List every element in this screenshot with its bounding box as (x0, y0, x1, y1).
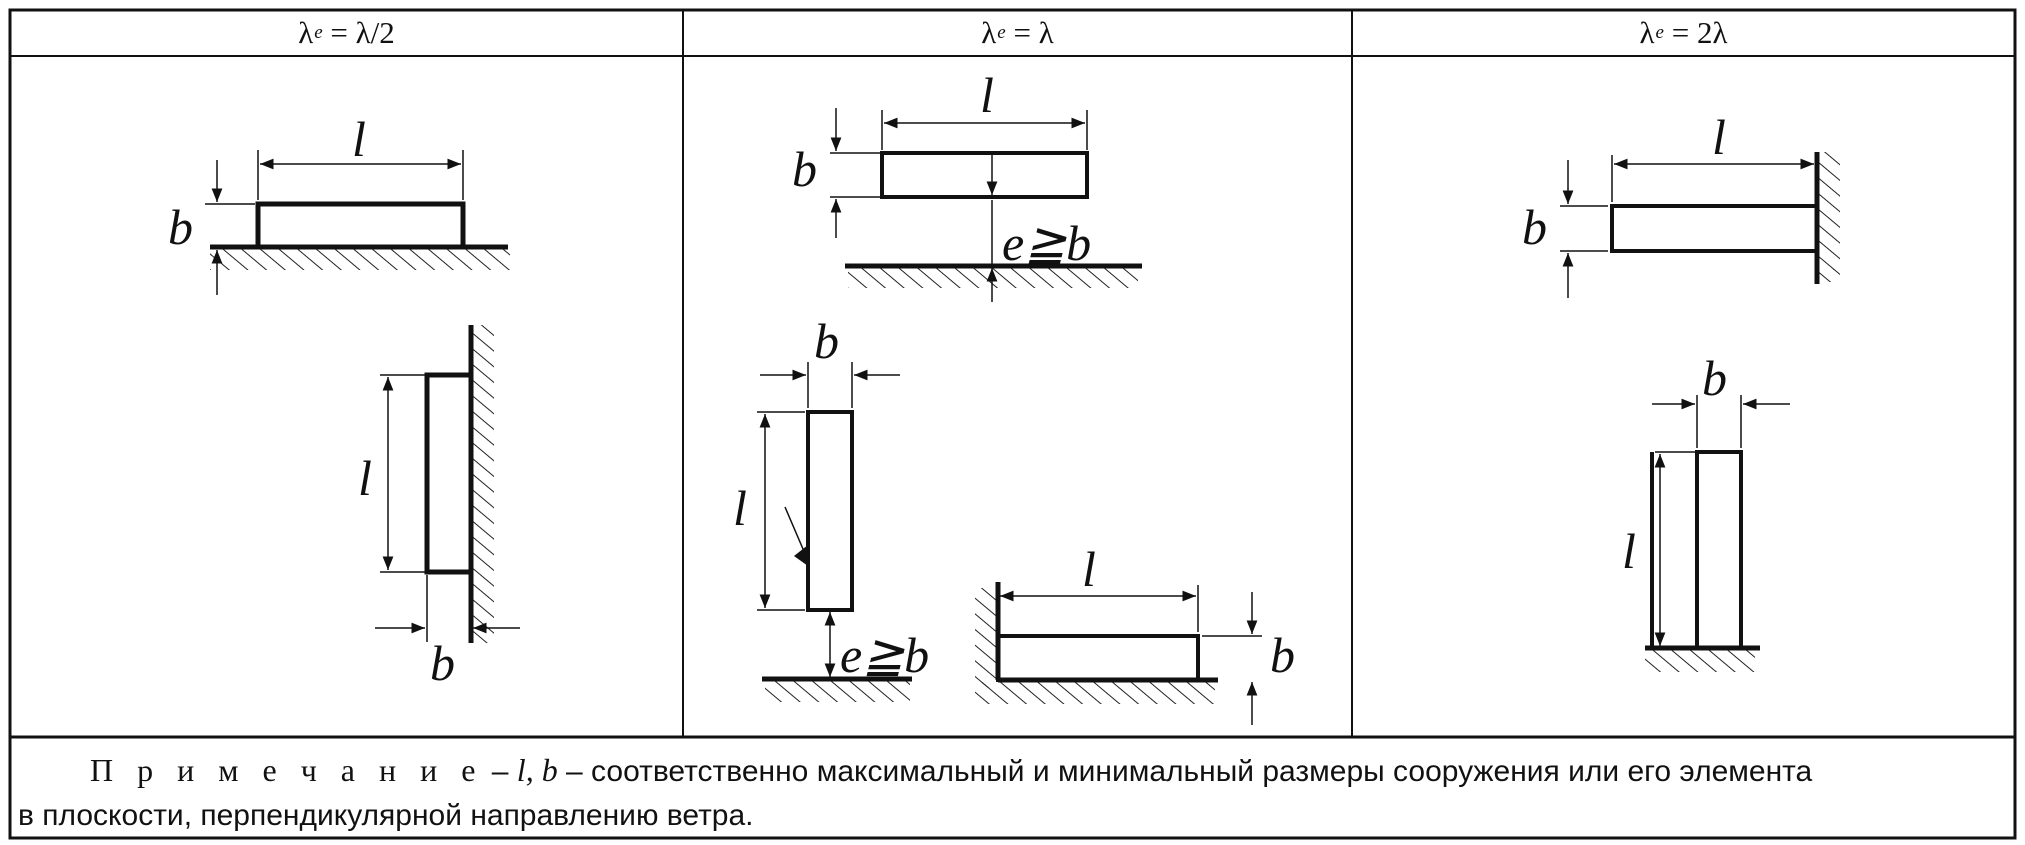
header-col-3-sub: e (1655, 22, 1664, 43)
col1-top-b-label: b (168, 199, 193, 255)
col1-ground-block: l b (168, 111, 510, 295)
col3-top-b-label: b (1522, 199, 1547, 255)
note-line-2: в плоскости, перпендикулярной направлени… (18, 799, 754, 832)
col3-cantilever-block: l b (1522, 109, 1840, 298)
col2-tall-e-label: e≧b (840, 627, 929, 683)
col2-top-l-label: l (980, 67, 994, 123)
table-grid (8, 8, 2017, 840)
col2-corner-b-label: b (1270, 627, 1295, 683)
header-col-2-sub: e (997, 22, 1006, 43)
header-col-3-symbol: λ (1639, 15, 1655, 50)
col2-top-b-label: b (792, 141, 817, 197)
col1-wall-block: l b (358, 325, 520, 691)
note-dash: – (483, 755, 517, 788)
note-prefix: П р и м е ч а н и е (90, 752, 484, 788)
col3-bottom-b-label: b (1702, 350, 1727, 406)
note-symbols: l, b (516, 752, 558, 788)
header-col-2-rhs: = λ (1005, 15, 1054, 50)
col1-top-l-label: l (352, 111, 366, 167)
header-col-2-symbol: λ (981, 15, 997, 50)
col3-top-l-label: l (1712, 109, 1726, 165)
col2-corner-l-label: l (1082, 541, 1096, 597)
header-col-1-rhs: = λ/2 (322, 15, 395, 50)
header-col-3-rhs: = 2λ (1663, 15, 1728, 50)
col3-bottom-l-label: l (1622, 523, 1636, 579)
col1-bottom-b-label: b (430, 635, 455, 691)
col1-bottom-l-label: l (358, 450, 372, 506)
header-col-1-sub: e (314, 22, 323, 43)
note-text-line-1: – соответственно максимальный и минималь… (557, 755, 1813, 788)
col2-corner-block: l b (975, 541, 1295, 725)
col2-tall-b-label: b (814, 313, 839, 369)
col2-tall-l-label: l (733, 480, 747, 536)
col2-top-e-label: e≧b (1002, 215, 1091, 271)
col3-standing-column: b l (1622, 350, 1790, 672)
col2-tall-elevated-block: b l e≧b (733, 313, 929, 702)
header-col-1-symbol: λ (298, 15, 314, 50)
table-note: П р и м е ч а н и е – l, b – соответстве… (18, 748, 2008, 838)
note-line-1: П р и м е ч а н и е – l, b – соответстве… (18, 748, 2008, 794)
col2-elevated-block: l b e≧b (792, 67, 1142, 302)
